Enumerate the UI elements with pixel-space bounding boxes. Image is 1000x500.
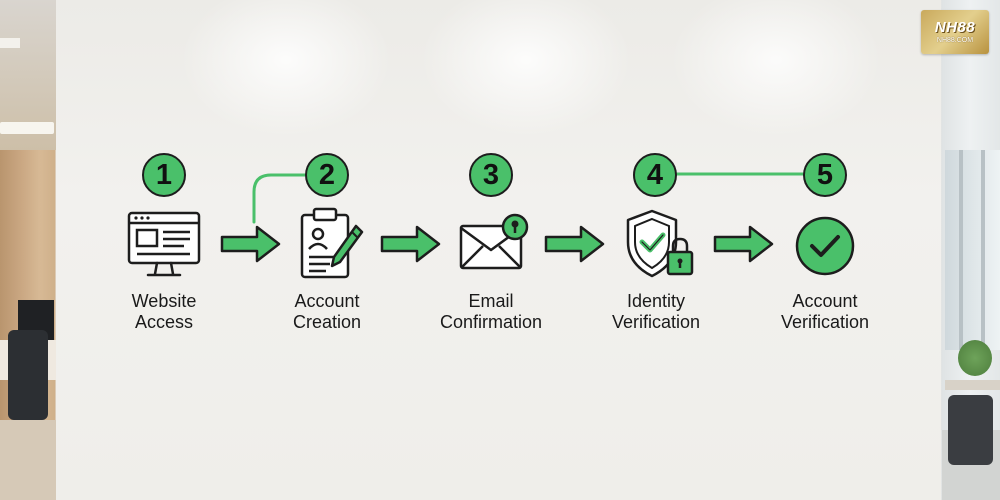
step-3-label: Email Confirmation xyxy=(406,291,576,333)
step-2-label-line-1: Account xyxy=(242,291,412,312)
step-4-label: Identity Verification xyxy=(571,291,741,333)
step-3-label-line-1: Email xyxy=(406,291,576,312)
step-5-label-line-1: Account xyxy=(740,291,910,312)
arrow-icon xyxy=(382,227,439,261)
clipboard-form-icon xyxy=(298,206,366,282)
step-4-label-line-2: Verification xyxy=(571,312,741,333)
step-1-badge: 1 xyxy=(142,153,186,197)
arrow-icon xyxy=(222,227,279,261)
checkmark-circle-icon xyxy=(793,214,857,278)
step-3-badge: 3 xyxy=(469,153,513,197)
step-5-badge: 5 xyxy=(803,153,847,197)
step-2-label: Account Creation xyxy=(242,291,412,333)
website-browser-icon xyxy=(126,210,202,280)
step-5-label: Account Verification xyxy=(740,291,910,333)
step-5-label-line-2: Verification xyxy=(740,312,910,333)
step-1-label-line-1: Website xyxy=(79,291,249,312)
arrow-icon xyxy=(546,227,603,261)
step-1-label-line-2: Access xyxy=(79,312,249,333)
envelope-icon xyxy=(458,212,532,274)
arrow-icon xyxy=(715,227,772,261)
step-3-label-line-2: Confirmation xyxy=(406,312,576,333)
shield-lock-icon xyxy=(622,208,698,280)
step-4-label-line-1: Identity xyxy=(571,291,741,312)
step-1-label: Website Access xyxy=(79,291,249,333)
step-4-badge: 4 xyxy=(633,153,677,197)
step-2-badge: 2 xyxy=(305,153,349,197)
step-2-label-line-2: Creation xyxy=(242,312,412,333)
